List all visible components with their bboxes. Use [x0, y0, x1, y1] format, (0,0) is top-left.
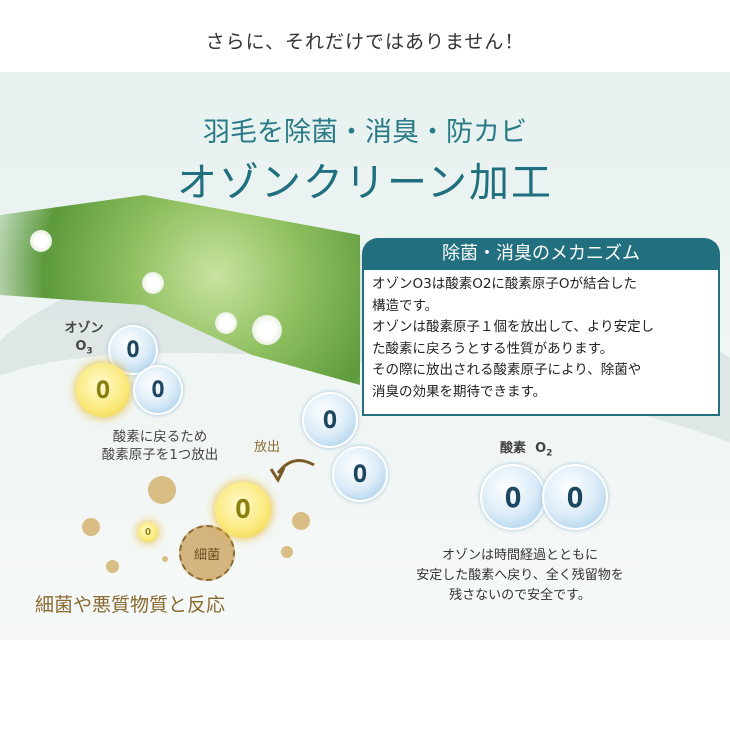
oxygen-atom-blue: O	[133, 365, 183, 415]
mechanism-body: オゾンO3は酸素O2に酸素原子Oが結合した 構造です。 オゾンは酸素原子１個を放…	[362, 270, 720, 416]
mechanism-line: オゾンO3は酸素O2に酸素原子Oが結合した	[372, 276, 638, 292]
mechanism-line: 構造です。	[372, 297, 439, 314]
ozone-label: オゾン O3	[64, 320, 104, 361]
title-line2: オゾンクリーン加工	[177, 160, 553, 206]
release-label: 放出	[254, 440, 281, 455]
oxygen-atom-blue: O	[542, 464, 608, 530]
particle-dot	[281, 546, 293, 558]
mechanism-line: 消臭の効果を期待できます。	[372, 383, 547, 400]
curved-arrow-icon	[269, 459, 315, 484]
bacteria-icon: 細菌	[179, 525, 235, 581]
oxygen-atom-small: O	[138, 522, 158, 542]
mechanism-line: オゾンは酸素原子１個を放出して、より安定し	[372, 319, 655, 335]
caption-line: 酸素に戻るため	[112, 429, 208, 445]
oxygen-atom-blue: O	[332, 446, 388, 502]
particle-dot	[106, 560, 119, 573]
oxygen-atom-blue: O	[302, 392, 358, 448]
particle-dot	[148, 476, 176, 504]
title-line1: 羽毛を除菌・消臭・防カビ	[203, 117, 527, 148]
released-oxygen-atom: O	[215, 482, 271, 538]
clover-flower	[252, 315, 282, 345]
clover-flower	[30, 230, 52, 252]
safety-line: 残さないので安全です。	[449, 588, 591, 603]
clover-flower	[142, 272, 164, 294]
mechanism-box: 除菌・消臭のメカニズム オゾンO3は酸素O2に酸素原子Oが結合した 構造です。 …	[362, 238, 720, 416]
particle-dot	[292, 512, 310, 530]
caption-line: 酸素原子を1つ放出	[101, 447, 219, 463]
safety-text: オゾンは時間経過とともに 安定した酸素へ戻り、全く残留物を 残さないので安全です…	[380, 546, 660, 606]
release-caption: 酸素に戻るため 酸素原子を1つ放出	[85, 428, 235, 464]
safety-line: 安定した酸素へ戻り、全く残留物を	[416, 568, 624, 583]
reaction-label: 細菌や悪質物質と反応	[35, 594, 226, 616]
mechanism-heading: 除菌・消臭のメカニズム	[362, 238, 720, 270]
ozone-formula: O3	[75, 339, 93, 357]
ozone-name: オゾン	[64, 321, 104, 336]
particle-dot	[162, 556, 168, 562]
particle-dot	[82, 518, 100, 536]
oxygen-label: 酸素 O2	[500, 441, 553, 459]
mechanism-line: その際に放出される酸素原子により、除菌や	[372, 362, 642, 378]
clover-flower	[215, 312, 237, 334]
mechanism-line: た酸素に戻ろうとする性質があります。	[372, 340, 614, 357]
oxygen-atom-yellow: O	[76, 363, 130, 417]
header-text: さらに、それだけではありません！	[0, 0, 730, 72]
oxygen-atom-blue: O	[480, 464, 546, 530]
safety-line: オゾンは時間経過とともに	[441, 548, 598, 563]
